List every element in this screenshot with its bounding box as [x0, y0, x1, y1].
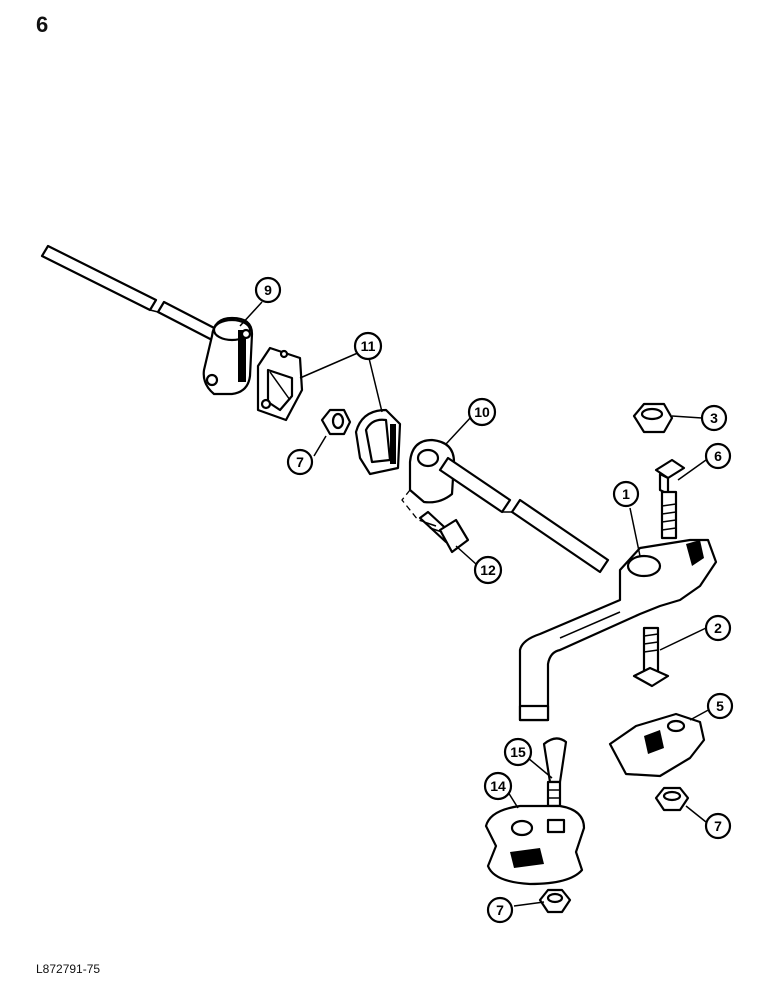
callout-label: 9	[264, 282, 272, 298]
callout-7-right: 7	[704, 812, 732, 840]
callout-label: 7	[296, 454, 304, 470]
callout-5: 5	[706, 692, 734, 720]
callout-label: 3	[710, 410, 718, 426]
clamp-block-part-5	[608, 712, 706, 778]
callout-7-bottom: 7	[486, 896, 514, 924]
callout-label: 6	[714, 448, 722, 464]
callout-10: 10	[467, 397, 497, 427]
callout-2: 2	[704, 614, 732, 642]
hex-nut-part-7-right	[654, 786, 690, 812]
clamp-plate-part-11	[256, 346, 304, 422]
callout-12: 12	[473, 555, 503, 585]
page-number: 6	[36, 12, 49, 37]
callout-label: 15	[510, 744, 526, 760]
callout-label: 7	[496, 902, 504, 918]
callout-11: 11	[353, 331, 383, 361]
callout-9: 9	[254, 276, 282, 304]
callout-label: 1	[622, 486, 630, 502]
hex-nut-part-7-bottom	[538, 888, 572, 914]
pin-part-15	[542, 737, 568, 808]
callout-label: 14	[490, 778, 506, 794]
callout-3: 3	[700, 404, 728, 432]
bolt-part-6	[654, 458, 686, 540]
callout-label: 5	[716, 698, 724, 714]
bolt-part-2	[632, 626, 670, 688]
callout-7-upper: 7	[286, 448, 314, 476]
t-bolt-part-12	[418, 510, 470, 554]
figure-code: L872791-75	[36, 962, 101, 976]
callout-label: 10	[474, 404, 490, 420]
callout-label: 2	[714, 620, 722, 636]
clip-part-11	[354, 408, 402, 476]
callout-15: 15	[503, 737, 533, 767]
hex-nut-part-3	[632, 402, 674, 434]
callout-14: 14	[483, 771, 513, 801]
hex-nut-part-7-upper	[320, 408, 352, 436]
callout-6: 6	[704, 442, 732, 470]
callout-label: 11	[361, 338, 376, 354]
clamp-half-part-9	[202, 316, 254, 396]
shank-arm-part-1	[518, 538, 718, 722]
point-holder-part-14	[484, 804, 586, 886]
callout-label: 7	[714, 818, 722, 834]
rod-left	[40, 244, 224, 344]
clamp-rod-part-10	[401, 438, 610, 574]
callout-label: 12	[480, 562, 496, 578]
callout-1: 1	[612, 480, 640, 508]
